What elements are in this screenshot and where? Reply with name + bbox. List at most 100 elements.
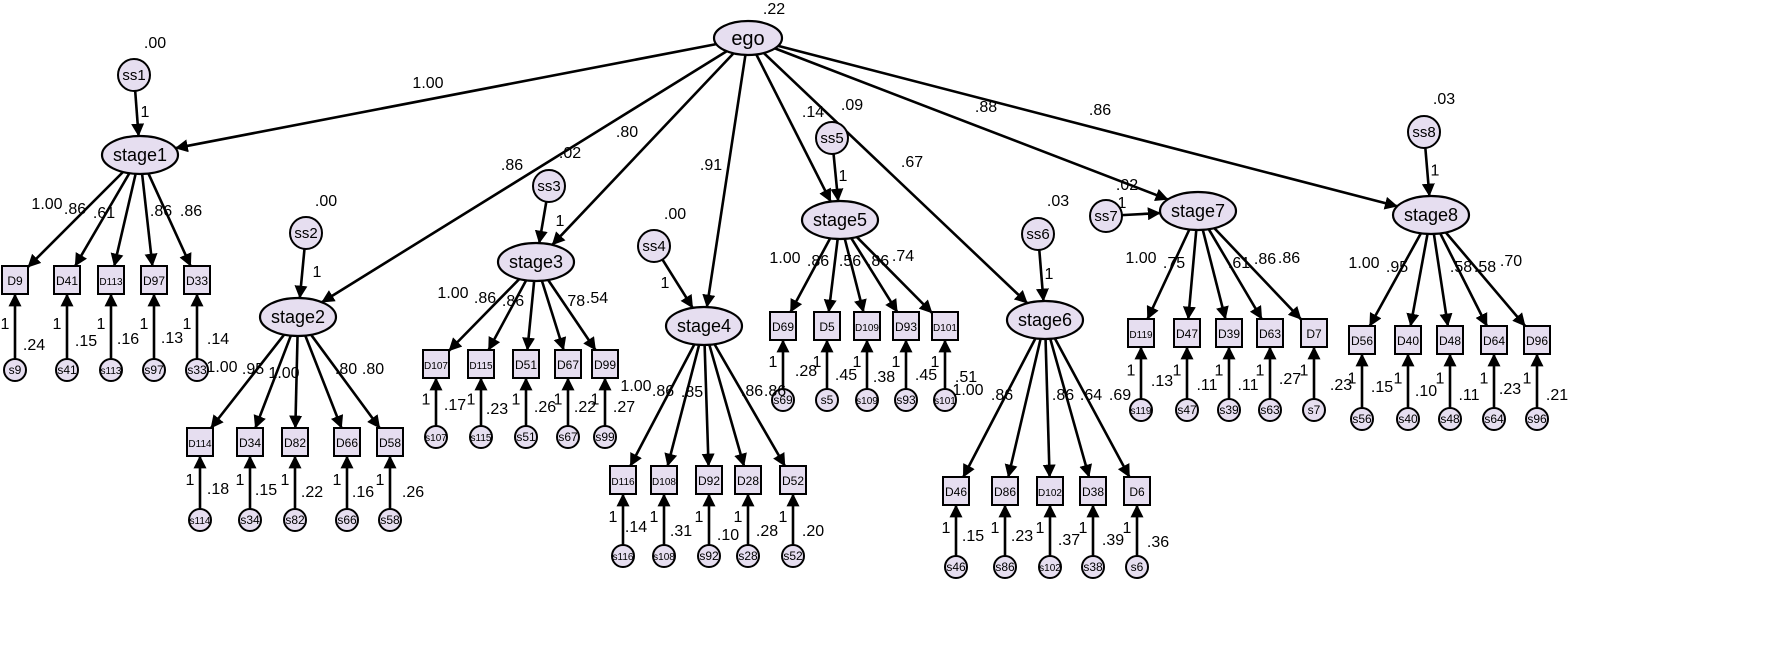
loading-stage4-D52 [713, 343, 787, 467]
indicator-D34-label: D34 [239, 436, 261, 450]
error-weight-s101: 1 [931, 354, 940, 371]
stage3-node [496, 241, 576, 283]
stage4-path-coef: .91 [700, 157, 722, 174]
indicator-D58 [376, 427, 404, 457]
loading-stage6-D6 [1053, 337, 1131, 478]
error-s56 [1350, 407, 1374, 431]
stage7-label: stage7 [1171, 201, 1225, 221]
indicator-D33 [183, 265, 211, 295]
indicator-D7 [1300, 318, 1328, 348]
error-variance-s56: .15 [1371, 379, 1393, 396]
error-s7 [1302, 398, 1326, 422]
indicator-D9-label: D9 [7, 274, 23, 288]
indicator-D28 [734, 465, 762, 495]
loading-D96: .70 [1500, 253, 1522, 270]
error-variance-s113: .16 [117, 331, 139, 348]
indicator-D92-label: D92 [698, 474, 720, 488]
error-s107 [424, 425, 448, 449]
error-s46-label: s46 [946, 560, 966, 574]
indicator-D33-label: D33 [186, 274, 208, 288]
error-weight-s47: 1 [1173, 363, 1182, 380]
indicator-D109 [853, 311, 881, 341]
loading-D41: .86 [64, 201, 86, 218]
error-s66-label: s66 [337, 513, 357, 527]
error-variance-s33: .14 [207, 331, 229, 348]
error-s113 [99, 358, 123, 382]
error-s92 [697, 544, 721, 568]
error-s86 [993, 555, 1017, 579]
ss6-label: ss6 [1026, 226, 1049, 243]
loading-D97: .86 [150, 203, 172, 220]
indicator-D52 [779, 465, 807, 495]
error-variance-s99: .27 [613, 399, 635, 416]
loading-stage8-D56 [1368, 232, 1423, 327]
path-ego-stage4 [702, 54, 747, 308]
error-weight-s56: 1 [1348, 371, 1357, 388]
loading-stage5-D69 [789, 237, 832, 313]
loading-D108: .86 [652, 383, 674, 400]
loading-stage1-D33 [147, 172, 192, 267]
loading-stage5-D109 [843, 238, 867, 313]
error-s64 [1482, 407, 1506, 431]
indicator-D9 [1, 265, 29, 295]
stage8-label: stage8 [1404, 205, 1458, 225]
indicator-D96 [1523, 325, 1551, 355]
loading-D40: .95 [1386, 259, 1408, 276]
ss1-arrow [131, 90, 145, 137]
error-weight-s92: 1 [695, 509, 704, 526]
error-variance-s96: .21 [1546, 387, 1568, 404]
ss8-arrow [1421, 147, 1435, 197]
indicator-D108 [650, 465, 678, 495]
loading-stage2-D58 [310, 334, 381, 429]
indicator-D116-label: D116 [611, 477, 635, 488]
indicator-D102 [1036, 476, 1064, 506]
ss8-node [1407, 115, 1441, 149]
error-variance-s9: .24 [23, 337, 45, 354]
indicator-D96-label: D96 [1526, 334, 1548, 348]
error-s40-label: s40 [1398, 412, 1418, 426]
loading-D51: .86 [502, 293, 524, 310]
indicator-D86 [991, 476, 1019, 506]
error-s86-label: s86 [995, 560, 1015, 574]
loading-stage7-D119 [1146, 228, 1191, 320]
loading-stage1-D97 [140, 173, 158, 267]
ss5-label: ss5 [820, 130, 843, 147]
ss4-node [637, 229, 671, 263]
indicator-D67 [554, 349, 582, 379]
loading-D52: .86 [764, 383, 786, 400]
loading-stage1-D41 [74, 172, 131, 267]
indicator-D93 [892, 311, 920, 341]
indicator-D41-label: D41 [56, 274, 78, 288]
indicator-D86-label: D86 [994, 485, 1016, 499]
error-variance-s28: .28 [756, 523, 778, 540]
error-s9 [3, 358, 27, 382]
indicator-D63-label: D63 [1259, 327, 1281, 341]
error-s102 [1038, 555, 1062, 579]
indicator-D52-label: D52 [782, 474, 804, 488]
ss7-label: ss7 [1094, 208, 1117, 225]
loading-stage8-D64 [1439, 232, 1489, 327]
error-s69-label: s69 [773, 393, 793, 407]
error-variance-s39: .11 [1237, 377, 1258, 394]
loading-stage6-D86 [1004, 338, 1042, 478]
ss5-variance: .09 [841, 97, 863, 114]
loading-D56: 1.00 [1348, 255, 1379, 272]
ss8-variance: .03 [1433, 91, 1455, 108]
stage5-node [800, 199, 880, 241]
loading-stage3-D51 [522, 280, 536, 351]
loading-D9: 1.00 [31, 196, 62, 213]
error-variance-s6: .36 [1147, 534, 1169, 551]
error-s109-label: s109 [856, 396, 878, 407]
ss2-label: ss2 [294, 225, 317, 242]
indicator-D48 [1436, 325, 1464, 355]
error-s33 [185, 358, 209, 382]
ss4-label: ss4 [642, 238, 665, 255]
ss8-weight: 1 [1431, 163, 1440, 180]
stage2-path-coef: .86 [501, 157, 523, 174]
path-ego-stage3 [551, 52, 735, 246]
error-s93-label: s93 [896, 393, 916, 407]
ss1-weight: 1 [141, 104, 150, 121]
error-s116-label: s116 [613, 552, 634, 563]
error-weight-s9: 1 [1, 316, 10, 333]
ss5-node [815, 121, 849, 155]
